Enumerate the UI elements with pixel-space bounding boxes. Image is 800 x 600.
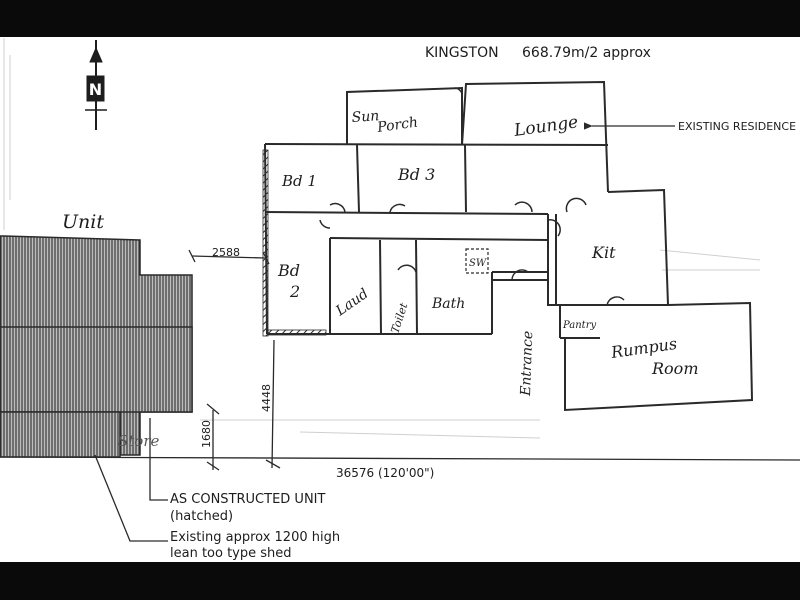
- faded-background-lines: [3, 38, 761, 439]
- lounge-label: Lounge: [512, 112, 580, 141]
- shed-note-line1: Existing approx 1200 high: [170, 530, 340, 545]
- constructed-unit-label: AS CONSTRUCTED UNIT: [170, 492, 326, 507]
- sun-porch-label-1: Sun: [351, 108, 380, 126]
- shed-note-line2: lean too type shed: [170, 546, 292, 561]
- constructed-unit-note: (hatched): [170, 509, 233, 524]
- north-arrow: [85, 40, 107, 130]
- bed2-label-a: Bd: [277, 261, 300, 280]
- side-setback-dimension: 2588: [212, 246, 240, 259]
- sun-porch-label-2: Porch: [375, 114, 419, 136]
- dimension-lines: [0, 249, 800, 471]
- hatched-wall-bottom: [267, 329, 327, 336]
- rear-setback-dimension: 4448: [260, 384, 273, 412]
- suburb-title: KINGSTON: [425, 45, 499, 61]
- frontage-dimension: 36576 (120'00"): [336, 466, 434, 480]
- bed2-label-b: 2: [289, 282, 300, 301]
- top-dark-border: [0, 0, 800, 37]
- hatched-wall: [262, 149, 269, 337]
- rumpus-label-1: Rumpus: [609, 334, 678, 362]
- rumpus-label-2: Room: [651, 359, 698, 378]
- site-area: 668.79m/2 approx: [522, 45, 651, 61]
- north-label: N: [89, 80, 102, 99]
- door-swings: [319, 87, 625, 306]
- toilet-label: Toilet: [388, 301, 410, 335]
- bed1-label: Bd 1: [281, 172, 317, 190]
- unit-label: Unit: [62, 211, 104, 233]
- leader-lines: [94, 122, 675, 542]
- shed-depth-dimension: 1680: [200, 420, 213, 448]
- kitchen-label: Kit: [591, 243, 616, 262]
- shower-box: [465, 248, 489, 274]
- entrance-label: Entrance: [518, 331, 536, 398]
- bath-label: Bath: [431, 296, 465, 312]
- bed3-label: Bd 3: [397, 165, 435, 184]
- pantry-label: Pantry: [562, 320, 596, 331]
- store-label: Store: [118, 432, 160, 450]
- constructed-unit: [0, 235, 193, 458]
- laundry-label: Laud: [332, 286, 371, 320]
- shower-label: SW: [469, 258, 487, 269]
- existing-residence-label: EXISTING RESIDENCE: [678, 120, 796, 133]
- bottom-dark-border: [0, 562, 800, 600]
